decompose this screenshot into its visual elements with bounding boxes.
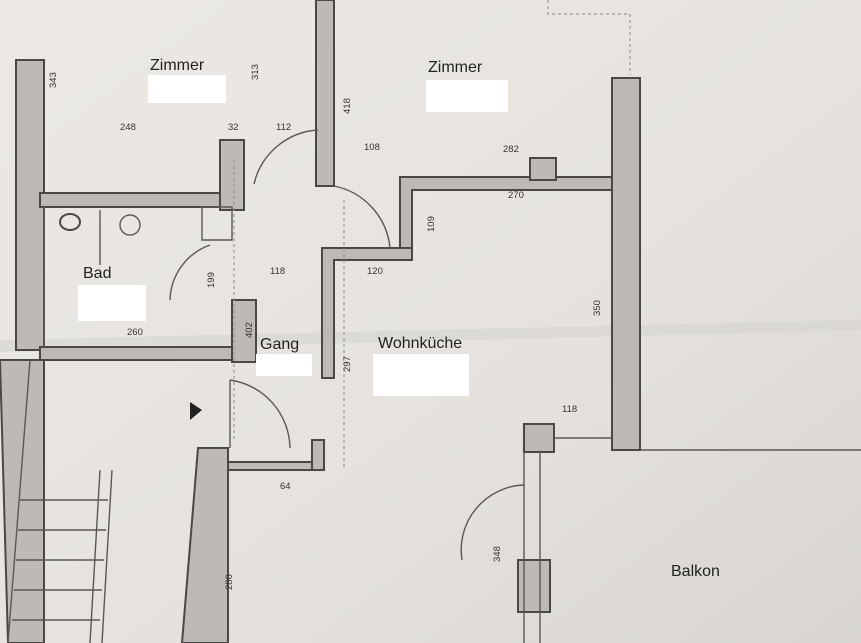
thin-lines [7, 160, 861, 643]
door-swings [119, 129, 525, 561]
walls [0, 0, 641, 643]
dimension-label: 350 [592, 300, 603, 316]
dimension-label: 270 [508, 190, 524, 201]
paper-fold-shadow [0, 320, 861, 352]
redaction-box [148, 75, 226, 103]
dimension-label: 343 [48, 72, 59, 88]
dimension-label: 108 [364, 142, 380, 153]
dimension-label: 118 [562, 404, 577, 415]
upper-outline [547, 0, 631, 75]
room-label-bad: Bad [83, 265, 111, 282]
dimension-label: 348 [492, 546, 503, 562]
room-label-balkon: Balkon [671, 563, 720, 580]
redaction-box [373, 354, 469, 396]
room-label-gang: Gang [260, 336, 299, 353]
dimension-label: 313 [250, 64, 261, 80]
room-label-wohnkueche: Wohnküche [378, 335, 462, 352]
redaction-box [78, 285, 146, 321]
dimension-label: 64 [280, 481, 291, 492]
dimension-label: 120 [367, 266, 383, 277]
dimension-label: 248 [120, 122, 136, 133]
dimension-label: 112 [276, 122, 291, 133]
dimension-label: 280 [224, 574, 235, 590]
room-label-zimmer-right: Zimmer [428, 59, 483, 76]
dimension-label: 282 [503, 144, 519, 155]
toilet-icon [59, 213, 81, 231]
dimension-label: 418 [342, 98, 353, 114]
redaction-box [256, 354, 312, 376]
entry-arrow-icon [190, 402, 202, 420]
dimension-label: 297 [342, 356, 353, 372]
dimension-label: 260 [127, 327, 143, 338]
dimension-label: 32 [228, 122, 239, 133]
dimension-label: 402 [244, 322, 255, 338]
room-label-zimmer-left: Zimmer [150, 57, 205, 74]
dimension-label: 199 [206, 272, 217, 288]
dimension-label: 109 [426, 216, 437, 232]
dimension-label: 118 [270, 266, 285, 277]
redaction-box [426, 80, 508, 112]
